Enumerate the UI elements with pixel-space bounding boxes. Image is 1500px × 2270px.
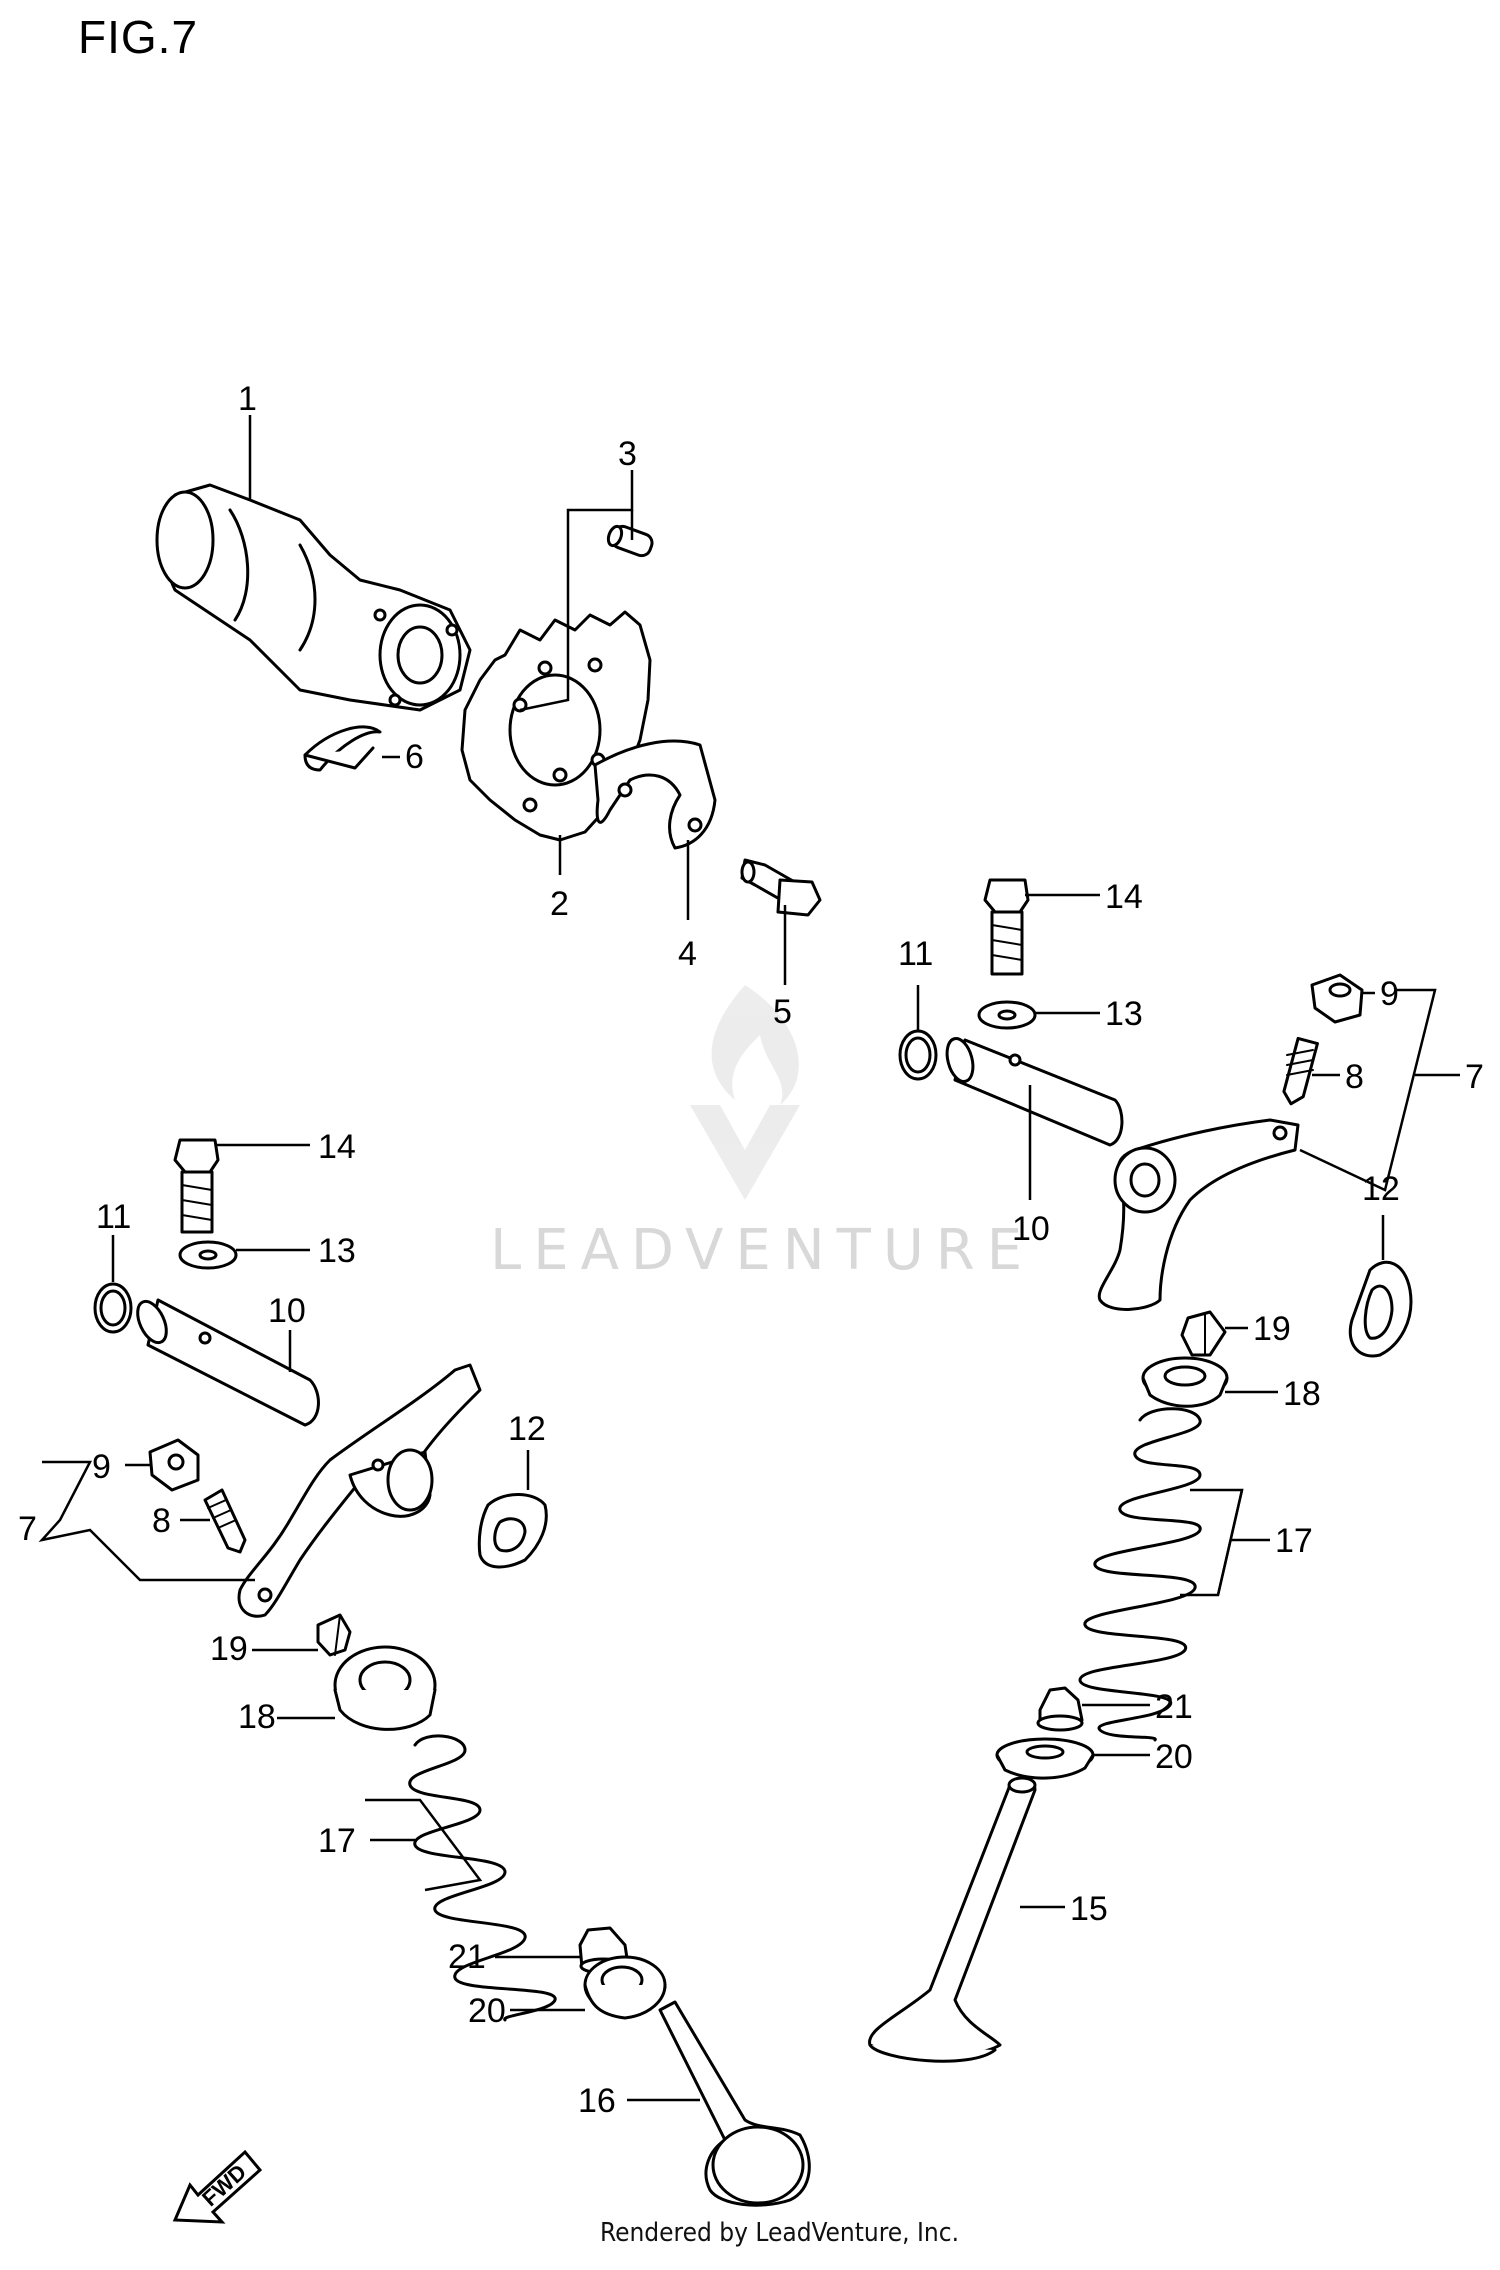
figure-title: FIG.7 bbox=[78, 11, 199, 63]
callout-12-right: 12 bbox=[1362, 1170, 1400, 1208]
callout-7-right: 7 bbox=[1465, 1058, 1484, 1096]
sprocket-bolt bbox=[740, 858, 822, 917]
watermark-text: LEADVENTURE bbox=[490, 1218, 1035, 1283]
spring-retainer-left bbox=[333, 1645, 437, 1731]
adjust-nut-left bbox=[148, 1438, 200, 1492]
callout-17-left: 17 bbox=[318, 1822, 356, 1860]
rocker-shaft-left bbox=[136, 1298, 320, 1427]
callout-18-left: 18 bbox=[238, 1698, 276, 1736]
valve-cotter-left bbox=[316, 1613, 352, 1657]
spring-seat-left bbox=[583, 1955, 667, 2020]
callout-16: 16 bbox=[578, 2082, 616, 2120]
rocker-arm-bolt-right bbox=[983, 878, 1030, 976]
callout-4: 4 bbox=[678, 935, 697, 973]
callout-8-right: 8 bbox=[1345, 1058, 1364, 1096]
callout-7-left: 7 bbox=[18, 1510, 37, 1548]
rocker-arm-right bbox=[1097, 1118, 1300, 1311]
washer-left bbox=[178, 1240, 238, 1270]
callout-13-left: 13 bbox=[318, 1232, 356, 1270]
o-ring-right bbox=[898, 1029, 938, 1081]
callout-9-right: 9 bbox=[1380, 975, 1399, 1013]
sprocket-pin bbox=[606, 524, 654, 558]
o-ring-left bbox=[93, 1282, 133, 1334]
render-credit: Rendered by LeadVenture, Inc. bbox=[600, 2218, 960, 2248]
rocker-shaft-right bbox=[945, 1037, 1124, 1147]
leadventure-logo-watermark bbox=[690, 985, 800, 1200]
callout-12-left: 12 bbox=[508, 1410, 546, 1448]
callout-20-left: 20 bbox=[468, 1992, 506, 2030]
callout-21-right: 21 bbox=[1155, 1688, 1193, 1726]
valve-cotter-right bbox=[1180, 1310, 1227, 1357]
callout-21-left: 21 bbox=[448, 1938, 486, 1976]
washer-right bbox=[977, 1000, 1037, 1030]
callout-8-left: 8 bbox=[152, 1502, 171, 1540]
callout-20-right: 20 bbox=[1155, 1738, 1193, 1776]
adjust-screw-left bbox=[203, 1488, 247, 1554]
callout-1: 1 bbox=[238, 380, 257, 418]
callout-3: 3 bbox=[618, 435, 637, 473]
spring-retainer-right bbox=[1141, 1356, 1229, 1408]
rocker-cap-right bbox=[1348, 1260, 1413, 1358]
callout-18-right: 18 bbox=[1283, 1375, 1321, 1413]
spring-seat-right bbox=[995, 1737, 1095, 1780]
callout-11-right: 11 bbox=[898, 935, 933, 973]
adjust-screw-right bbox=[1282, 1036, 1319, 1106]
callout-9-left: 9 bbox=[92, 1448, 111, 1486]
callout-6: 6 bbox=[405, 738, 424, 776]
callout-19-left: 19 bbox=[210, 1630, 248, 1668]
fwd-arrow-icon: FWD bbox=[172, 2149, 263, 2224]
exhaust-valve bbox=[868, 1776, 1037, 2063]
callout-14-left: 14 bbox=[318, 1128, 356, 1166]
callout-17-right: 17 bbox=[1275, 1522, 1313, 1560]
cam-sprocket bbox=[460, 610, 652, 842]
rocker-arm-left bbox=[237, 1363, 482, 1618]
rocker-cap-left bbox=[477, 1493, 548, 1569]
callout-2: 2 bbox=[550, 885, 569, 923]
adjust-nut-right bbox=[1310, 973, 1364, 1024]
valve-spring-left bbox=[408, 1734, 557, 2022]
callout-15: 15 bbox=[1070, 1890, 1108, 1928]
rocker-arm-bolt-left bbox=[173, 1138, 220, 1234]
valve-spring-right bbox=[1078, 1407, 1202, 1742]
callout-11-left: 11 bbox=[96, 1198, 131, 1236]
intake-valve bbox=[658, 2000, 811, 2207]
callout-14-right: 14 bbox=[1105, 878, 1143, 916]
camshaft bbox=[155, 483, 472, 712]
callout-10-right: 10 bbox=[1012, 1210, 1050, 1248]
callout-19-right: 19 bbox=[1253, 1310, 1291, 1348]
callout-labels: 1 2 3 4 5 6 7 8 9 10 11 12 13 14 15 16 1… bbox=[18, 380, 1484, 2120]
callout-10-left: 10 bbox=[268, 1292, 306, 1330]
callout-5: 5 bbox=[773, 993, 792, 1031]
cam-circlip bbox=[303, 725, 382, 772]
valve-stem-seal-right bbox=[1036, 1686, 1084, 1732]
callout-13-right: 13 bbox=[1105, 995, 1143, 1033]
sprocket-plate bbox=[593, 739, 717, 850]
leader-lines bbox=[38, 415, 1460, 2102]
